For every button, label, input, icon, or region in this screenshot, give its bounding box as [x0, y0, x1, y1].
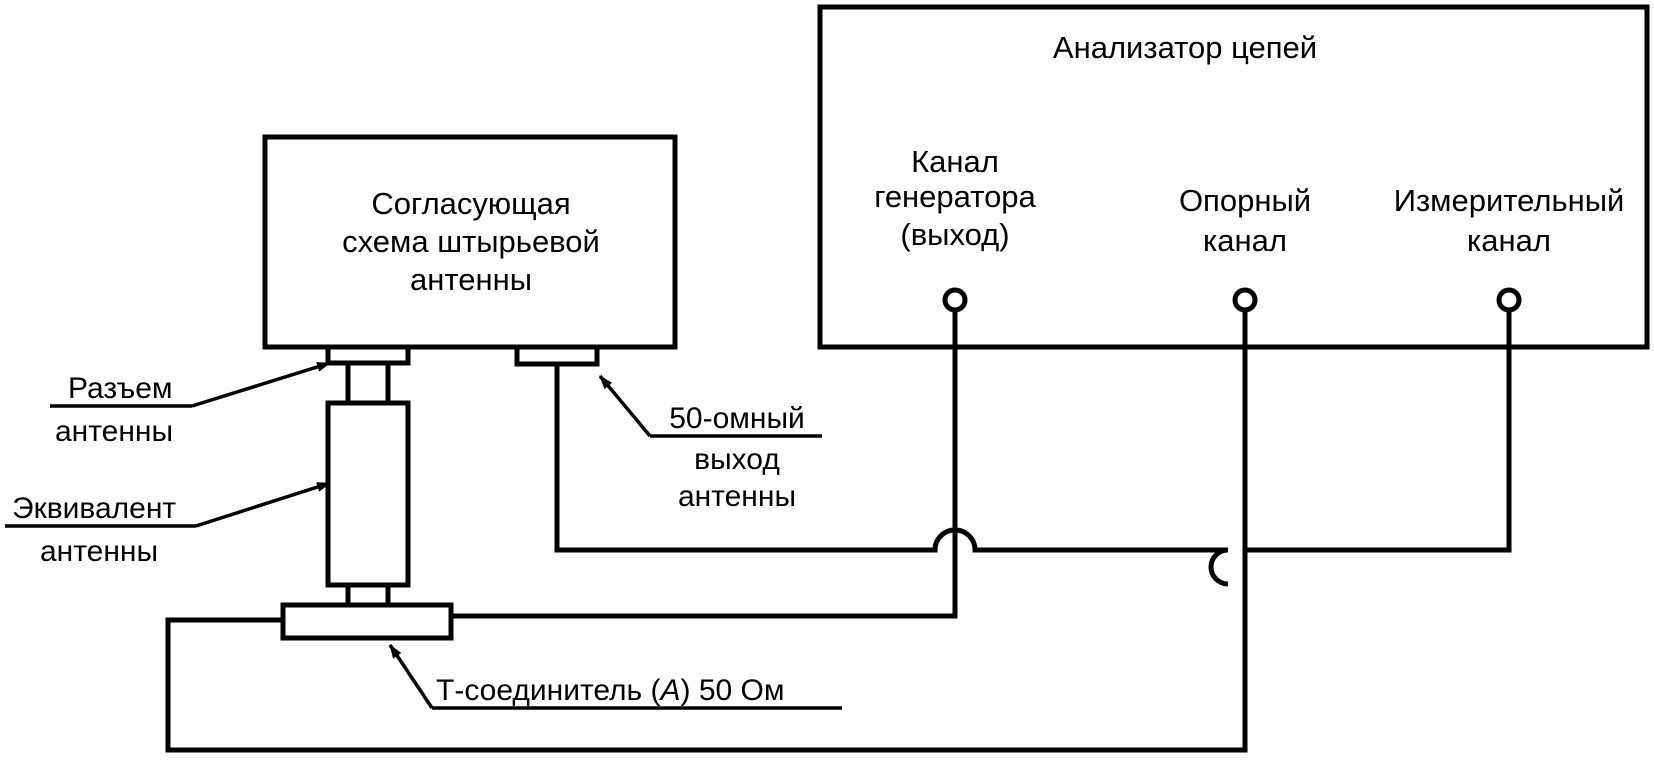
connector-callout-label-1: Разъем	[68, 372, 173, 405]
tee-callout-suffix: ) 50 Ом	[681, 674, 785, 707]
measuring-port-terminal	[1496, 287, 1522, 313]
output-callout-arrow	[598, 374, 652, 438]
output-50-ohm-port	[514, 344, 600, 367]
tee-callout-arrow	[388, 644, 434, 709]
connector-callout-label-2: антенны	[55, 415, 173, 448]
generator-channel-label-2: генератора	[874, 179, 1036, 214]
reference-port-terminal	[1232, 287, 1258, 313]
tee-callout-prefix: Т-соединитель (	[436, 674, 661, 707]
generator-port-terminal	[942, 287, 968, 313]
analyzer-title: Анализатор цепей	[1053, 30, 1317, 65]
output-callout-label-2: выход	[694, 443, 780, 476]
equivalent-callout-label-2: антенны	[40, 535, 158, 568]
measuring-channel-label-2: канал	[1467, 223, 1551, 258]
antenna-connector-body	[345, 360, 391, 406]
reference-channel-label-2: канал	[1203, 223, 1287, 258]
matching-circuit-label-3: антенны	[410, 262, 532, 297]
output-callout-label-3: антенны	[678, 480, 796, 513]
wire-to-measuring-port	[1245, 310, 1512, 553]
matching-circuit-label-2: схема штырьевой	[342, 224, 600, 259]
matching-circuit-box	[262, 134, 678, 350]
tee-callout-letter: A	[659, 674, 681, 707]
antenna-equivalent-body	[325, 400, 411, 588]
connector-callout-arrow	[191, 361, 331, 408]
wire-output-to-measuring	[554, 364, 1229, 587]
reference-channel-label-1: Опорный	[1179, 183, 1311, 218]
measuring-channel-label-1: Измерительный	[1394, 183, 1625, 218]
matching-circuit-label-1: Согласующая	[371, 186, 570, 221]
tee-callout-label: Т-соединитель (A) 50 Ом	[436, 674, 785, 707]
t-connector	[280, 602, 454, 641]
generator-channel-label-1: Канал	[911, 144, 999, 179]
equivalent-callout-arrow	[195, 481, 331, 528]
equivalent-callout-label-1: Эквивалент	[12, 492, 176, 525]
generator-channel-label-3: (выход)	[900, 217, 1009, 252]
antenna-equivalent-stub	[345, 582, 391, 608]
output-callout-label-1: 50-омный	[669, 402, 805, 435]
wire-generator-to-tee	[451, 310, 958, 619]
wire-tee-to-reference	[165, 310, 1248, 753]
